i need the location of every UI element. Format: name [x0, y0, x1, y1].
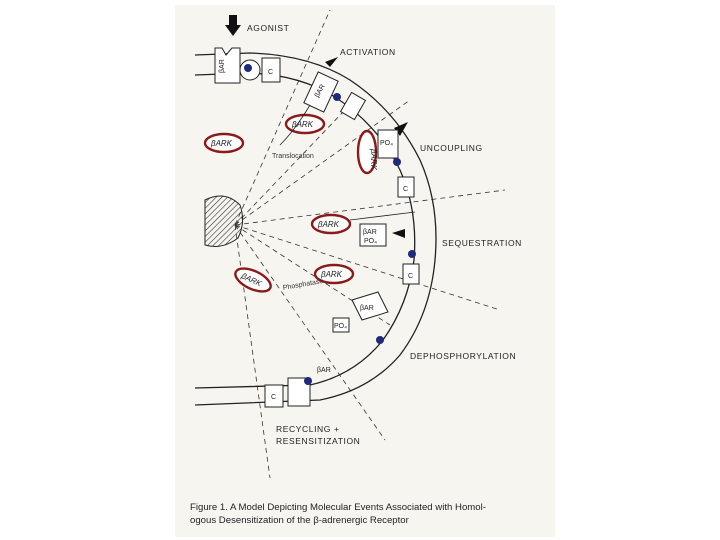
divider-line: [234, 224, 271, 479]
sequestration-arrow: [392, 229, 405, 238]
uncoupling-label: UNCOUPLING: [420, 143, 483, 153]
cyclase-recycled: [264, 384, 284, 408]
bark-cytosolic-label: βARK: [210, 139, 233, 148]
divider-line: [234, 189, 506, 226]
divider-line: [234, 224, 501, 311]
sequestration-label: SEQUESTRATION: [442, 238, 522, 248]
bark-returning: [234, 267, 272, 293]
translocation-label: Translocation: [272, 153, 314, 160]
nucleus: [204, 195, 244, 247]
divider-line: [234, 99, 411, 226]
gs-marker-icon: [376, 336, 384, 344]
bark-translocating: [284, 113, 326, 135]
cyclase-sequestered-label: C: [408, 273, 413, 280]
phosphate-uncoupled: PO₄: [380, 140, 393, 147]
receptor-recycled: [287, 377, 311, 407]
dephosphorylation-label: DEPHOSPHORYLATION: [410, 351, 516, 361]
phosphate-released-label: PO₄: [334, 323, 347, 330]
bark-released: [310, 213, 352, 235]
gs-marker-icon: [333, 93, 341, 101]
receptor-top-label: βAR: [219, 59, 226, 73]
divider-line: [234, 224, 386, 441]
receptor-dephosphorylating-label: βAR: [360, 305, 374, 312]
receptor-dephosphorylating: [351, 291, 389, 321]
divider-line: [234, 9, 331, 226]
receptor-recycled-label: βAR: [317, 367, 331, 374]
bark-bound: [356, 129, 378, 175]
cyclase-uncoupled-label: C: [403, 186, 408, 193]
cyclase-recycled-label: C: [271, 394, 276, 401]
activation-label: ACTIVATION: [340, 47, 396, 57]
phosphate-released: [332, 317, 350, 333]
receptor-sequestered-label: βAR: [363, 229, 377, 236]
activation-arrow: [325, 57, 338, 67]
bark-translocating-label: βARK: [291, 120, 314, 129]
gs-marker-icon: [408, 250, 416, 258]
receptor-top: [214, 47, 241, 84]
cyclase-sequestered: [402, 263, 420, 285]
caption-line-1: Figure 1. A Model Depicting Molecular Ev…: [190, 502, 486, 513]
cyclase-activation: [339, 91, 367, 121]
figure-caption: Figure 1. A Model Depicting Molecular Ev…: [190, 502, 550, 527]
cyclase-top-label: C: [268, 69, 273, 76]
bark-released-label: βARK: [317, 220, 340, 229]
phosphatase-label: Phosphatase: [282, 278, 324, 292]
receptor-uncoupled: [377, 129, 399, 159]
translocation-arrow: [279, 104, 311, 146]
bark-bound-label: βARK: [369, 148, 378, 171]
caption-line-2: ogous Desensitization of the β-adrenergi…: [190, 514, 409, 526]
receptor-activation: [303, 71, 339, 113]
recycling-label-2: RESENSITIZATION: [276, 436, 360, 446]
agonist-label: AGONIST: [247, 23, 289, 33]
gs-marker-icon: [393, 158, 401, 166]
recycling-label-1: RECYCLING +: [276, 424, 340, 434]
gs-marker-icon: [304, 377, 312, 385]
gs-marker-icon: [244, 64, 252, 72]
cyclase-uncoupled: [397, 176, 415, 198]
bark-cytosolic: [203, 132, 245, 154]
bark-free-label: βARK: [320, 270, 343, 279]
phosphate-sequestered: PO₄: [364, 238, 377, 245]
sequestration-line: [349, 211, 416, 221]
cyclase-top: [261, 57, 281, 83]
agonist-arrow: [225, 15, 241, 36]
bark-free: [313, 263, 355, 285]
receptor-sequestered: [359, 223, 387, 247]
